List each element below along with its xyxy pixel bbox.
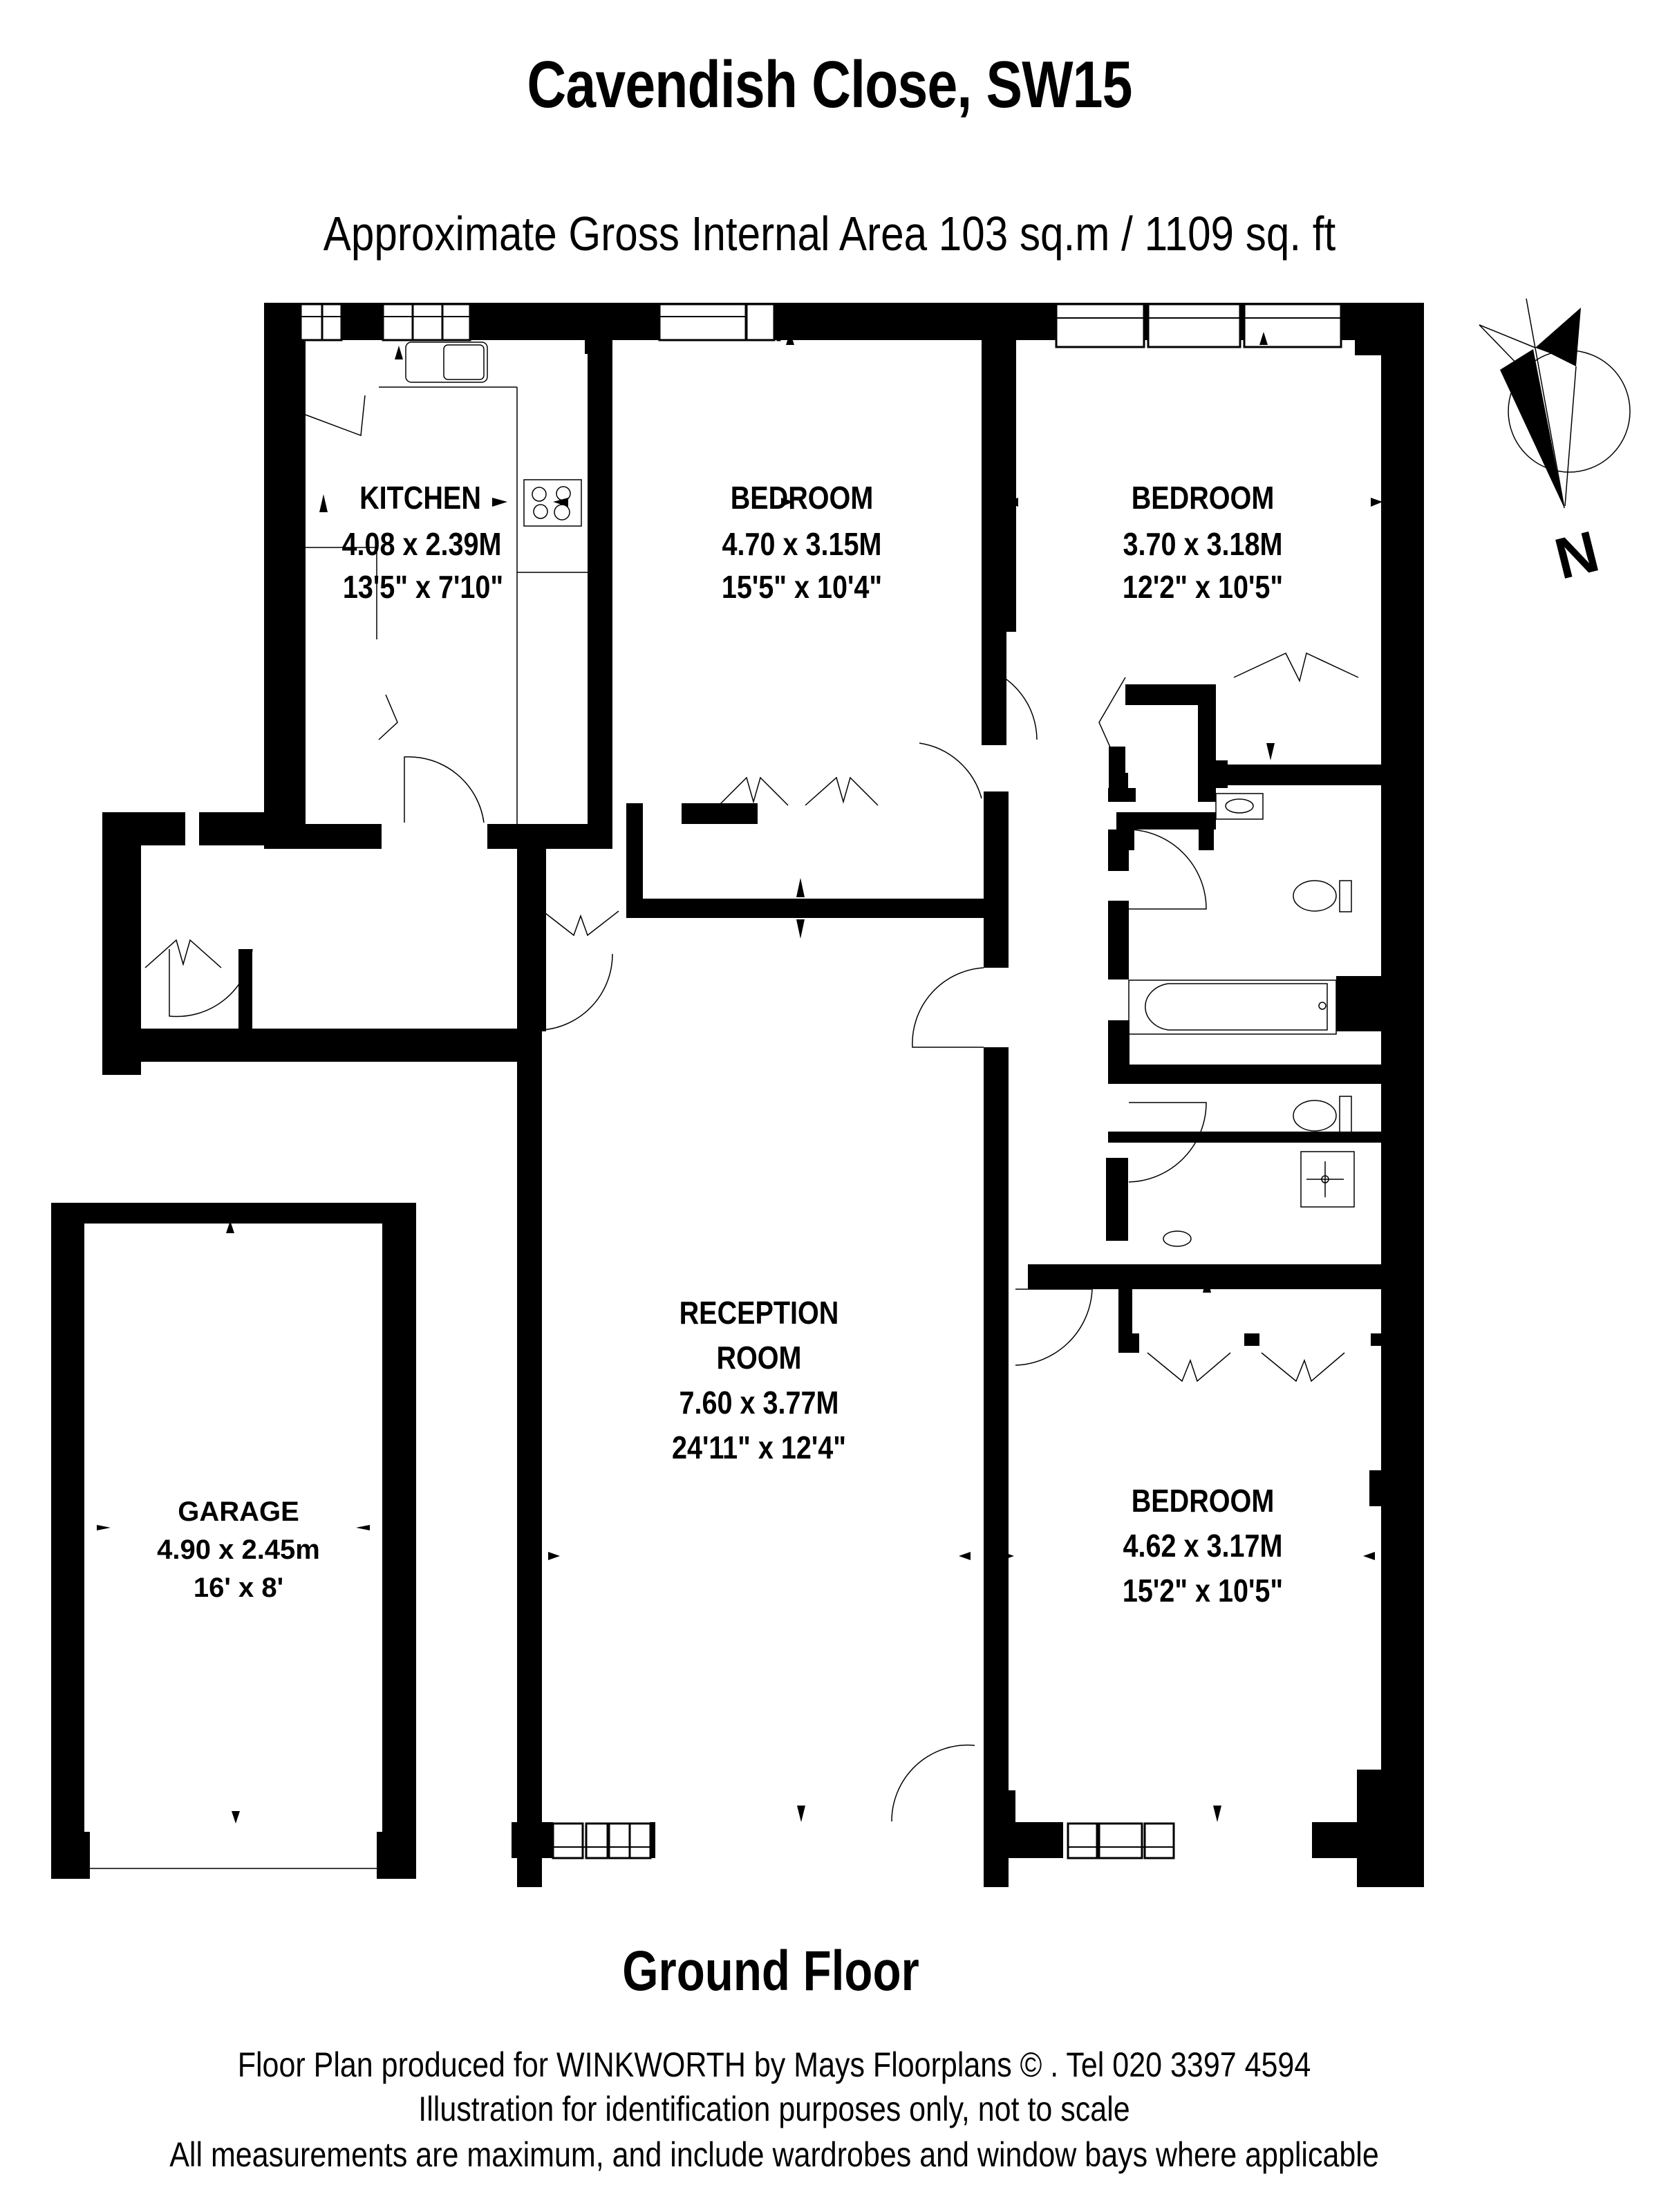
doors <box>144 395 1359 1822</box>
bedroom-1-metric: 4.70 x 3.15M <box>722 527 882 562</box>
reception-name-2: ROOM <box>716 1340 801 1376</box>
fixtures <box>306 341 1355 1247</box>
sink-icon <box>405 341 488 383</box>
north-label: N <box>1548 518 1605 592</box>
room-bedroom-1: BEDROOM 4.70 x 3.15M 15'5" x 10'4" <box>722 480 882 605</box>
bedroom-1-name: BEDROOM <box>731 480 874 516</box>
bedroom-2-metric: 3.70 x 3.18M <box>1123 527 1283 562</box>
north-arrow-icon <box>1479 298 1631 509</box>
bedroom-3-name: BEDROOM <box>1132 1483 1275 1519</box>
footer-disclaimer: Illustration for identification purposes… <box>418 2090 1130 2128</box>
footer-credit: Floor Plan produced for WINKWORTH by May… <box>237 2045 1311 2084</box>
footer-measurements-note: All measurements are maximum, and includ… <box>169 2135 1379 2174</box>
shower-icon <box>1300 1151 1355 1208</box>
room-garage: GARAGE 4.90 x 2.45m 16' x 8' <box>157 1497 320 1603</box>
bedroom-3-imperial: 15'2" x 10'5" <box>1123 1573 1283 1609</box>
toilet-icon <box>1293 880 1337 912</box>
kitchen-imperial: 13'5" x 7'10" <box>343 570 503 605</box>
bath-icon <box>1128 980 1337 1035</box>
windows <box>299 303 1342 1859</box>
reception-name-1: RECEPTION <box>679 1295 839 1331</box>
basin-icon-2 <box>1163 1230 1192 1247</box>
walls <box>51 303 1424 1887</box>
reception-metric: 7.60 x 3.77M <box>679 1385 839 1421</box>
hob-icon <box>523 479 582 527</box>
dimension-markers <box>90 332 1382 1869</box>
garage-name: GARAGE <box>178 1497 299 1527</box>
garage-imperial: 16' x 8' <box>194 1573 283 1603</box>
property-title: Cavendish Close, SW15 <box>527 48 1132 122</box>
garage-metric: 4.90 x 2.45m <box>157 1535 320 1565</box>
reception-imperial: 24'11" x 12'4" <box>672 1430 846 1465</box>
room-kitchen: KITCHEN 4.08 x 2.39M 13'5" x 7'10" <box>342 480 504 605</box>
bedroom-1-imperial: 15'5" x 10'4" <box>722 570 882 605</box>
kitchen-metric: 4.08 x 2.39M <box>342 527 502 562</box>
bedroom-2-imperial: 12'2" x 10'5" <box>1123 570 1283 605</box>
bedroom-3-metric: 4.62 x 3.17M <box>1123 1528 1283 1564</box>
toilet-icon-2 <box>1293 1100 1337 1132</box>
room-reception: RECEPTION ROOM 7.60 x 3.77M 24'11" x 12'… <box>672 1295 846 1465</box>
kitchen-name: KITCHEN <box>359 480 481 516</box>
gross-internal-area: Approximate Gross Internal Area 103 sq.m… <box>323 207 1336 261</box>
floor-label: Ground Floor <box>622 1940 919 2003</box>
bedroom-2-name: BEDROOM <box>1132 480 1275 516</box>
room-bedroom-3: BEDROOM 4.62 x 3.17M 15'2" x 10'5" <box>1123 1483 1283 1609</box>
room-bedroom-2: BEDROOM 3.70 x 3.18M 12'2" x 10'5" <box>1123 480 1283 605</box>
basin-icon <box>1215 793 1264 820</box>
